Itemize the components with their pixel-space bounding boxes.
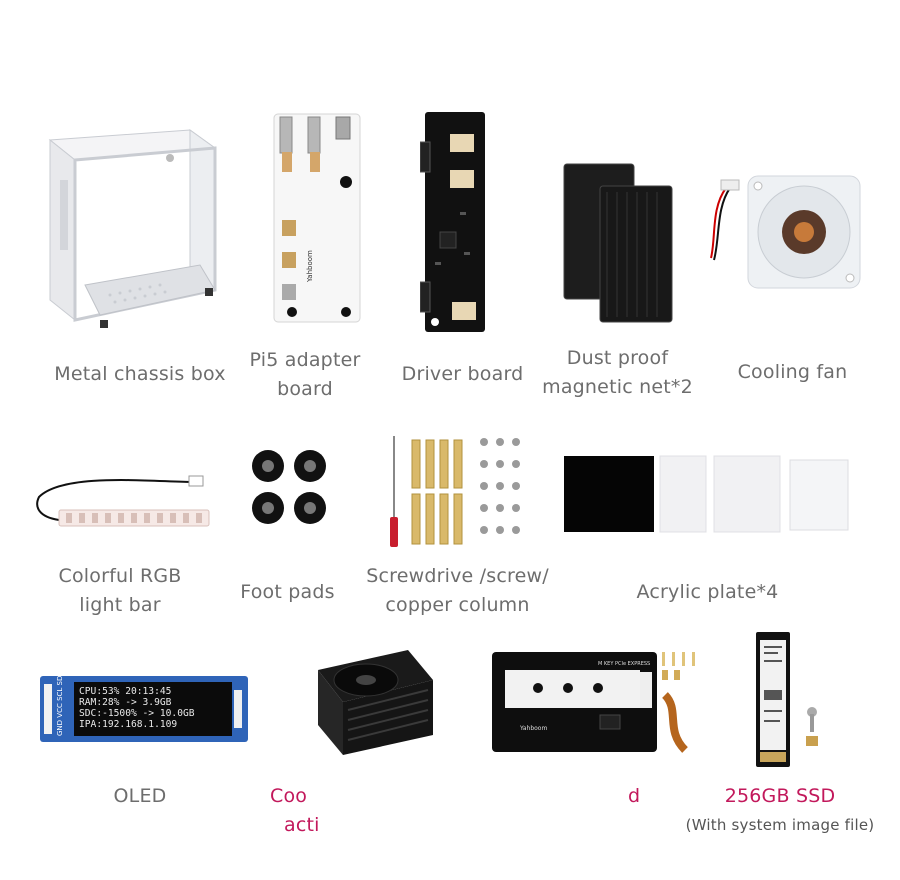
caption-line-subtitle: (With system image file)	[685, 816, 875, 834]
caption-fan: Cooling fan	[720, 358, 865, 387]
rgb-light-bar-image	[34, 472, 214, 532]
caption-line: copper column	[385, 594, 530, 616]
oled-line: RAM:28% -> 3.9GB	[79, 697, 172, 708]
caption-line: Pi5 adapter	[249, 349, 361, 371]
oled-line: IPA:192.168.1.109	[79, 719, 178, 730]
caption-line: Colorful RGB	[58, 565, 182, 587]
caption-dust: Dust proof magnetic net*2	[535, 344, 700, 402]
pcie-board-image: M KEY PCIe EXPRESS Yahboom	[490, 650, 705, 760]
oled-pin-header	[44, 684, 52, 734]
oled-ribbon	[234, 690, 242, 728]
caption-line: acti	[284, 814, 320, 836]
caption-line: Metal chassis box	[54, 363, 226, 385]
foot-pads-image	[250, 448, 330, 528]
oled-screen: CPU:53% 20:13:45 RAM:28% -> 3.9GB SDC:-1…	[74, 682, 232, 736]
caption-line: OLED	[113, 785, 167, 807]
caption-adapter: Pi5 adapter board	[235, 346, 375, 404]
oled-line: SDC:-1500% -> 10.0GB	[79, 708, 195, 719]
caption-line: Acrylic plate*4	[636, 581, 779, 603]
adapter-logo-text: Yahboom	[306, 250, 314, 283]
metal-chassis-image	[40, 120, 220, 330]
caption-line: Dust proof	[566, 347, 669, 369]
acrylic-plates-image	[562, 452, 852, 537]
active-cooler-image	[298, 640, 438, 765]
caption-driver: Driver board	[390, 360, 535, 389]
caption-line: magnetic net*2	[542, 376, 693, 398]
caption-line: Foot pads	[240, 581, 335, 603]
oled-line: CPU:53% 20:13:45	[79, 686, 172, 697]
caption-line: Cooling fan	[737, 361, 848, 383]
caption-line: board	[277, 378, 333, 400]
caption-line: light bar	[79, 594, 161, 616]
caption-line: Screwdrive /screw/	[366, 565, 549, 587]
caption-foot: Foot pads	[225, 578, 350, 607]
oled-display-image: CPU:53% 20:13:45 RAM:28% -> 3.9GB SDC:-1…	[40, 671, 248, 742]
caption-oled: OLED	[80, 782, 200, 811]
pcie-label: M KEY PCIe EXPRESS	[598, 661, 650, 667]
ssd-image	[752, 630, 832, 770]
caption-line: Coo	[270, 785, 308, 807]
caption-line: Driver board	[401, 363, 524, 385]
oled-pin-labels: GND VCC SCL SDA	[56, 670, 64, 736]
caption-line: d	[628, 785, 641, 807]
dust-net-image	[562, 162, 674, 324]
pi5-adapter-board-image: Yahboom	[272, 112, 362, 324]
screws-columns-image	[380, 432, 540, 552]
caption-acrylic: Acrylic plate*4	[610, 578, 805, 607]
caption-chassis: Metal chassis box	[40, 360, 240, 389]
caption-rgb: Colorful RGB light bar	[40, 562, 200, 620]
caption-line-title: 256GB SSD	[724, 785, 836, 807]
caption-active-cooler: Coo acti	[270, 782, 330, 840]
driver-board-image	[420, 112, 490, 332]
cooling-fan-image	[706, 168, 866, 293]
caption-screw: Screwdrive /screw/ copper column	[350, 562, 565, 620]
caption-pcie-board: d	[628, 782, 658, 811]
caption-ssd: 256GB SSD (With system image file)	[680, 782, 880, 840]
pcie-logo: Yahboom	[519, 725, 547, 732]
